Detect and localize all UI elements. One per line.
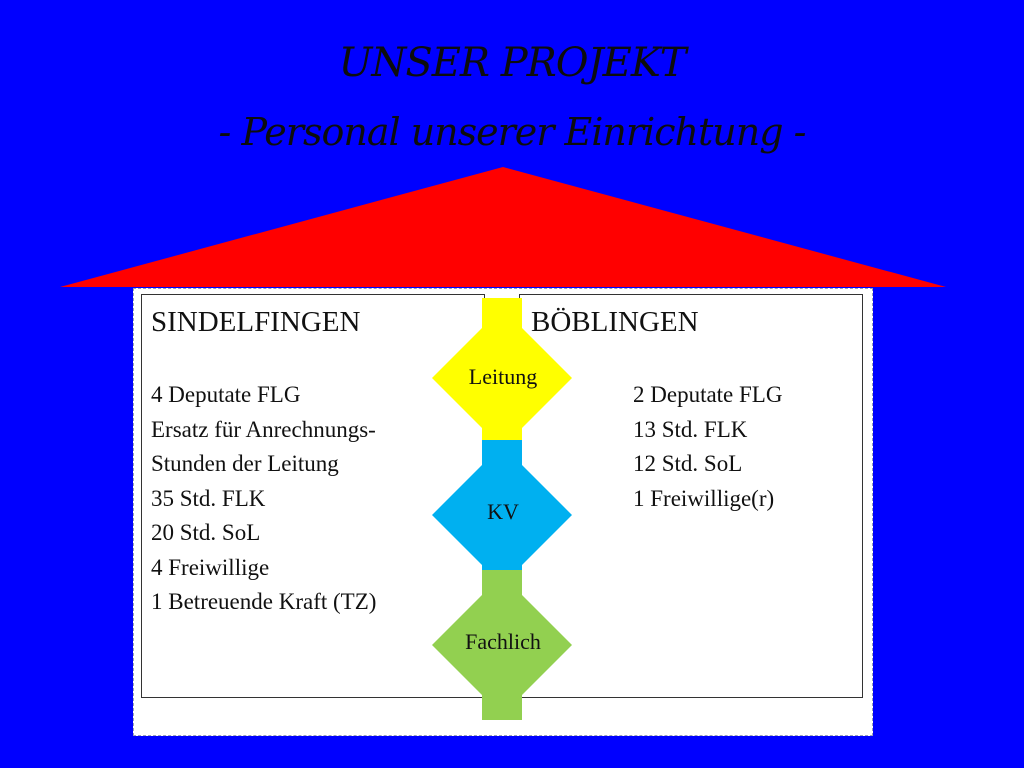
boeblingen-list: 2 Deputate FLG 13 Std. FLK 12 Std. SoL 1 Fr…	[633, 378, 782, 516]
roof-triangle	[60, 167, 946, 287]
sindelfingen-heading: SINDELFINGEN	[151, 306, 361, 338]
sindelfingen-line: Ersatz für Anrechnungs-	[151, 416, 376, 442]
sindelfingen-line: 4 Freiwillige	[151, 554, 270, 580]
sindelfingen-list: 4 Deputate FLG Ersatz für Anrechnungs- Stu…	[151, 378, 376, 620]
fachlich-label: Fachlich	[465, 629, 541, 654]
kv-label: KV	[487, 499, 519, 524]
sindelfingen-box	[141, 294, 485, 698]
boeblingen-heading: BÖBLINGEN	[531, 306, 699, 338]
sindelfingen-line: 4 Deputate FLG	[151, 382, 301, 407]
sindelfingen-line: 35 Std. FLK	[151, 485, 266, 511]
boeblingen-line: 1 Freiwillige(r)	[633, 485, 775, 511]
sindelfingen-line: Stunden der Leitung	[151, 451, 339, 476]
boeblingen-line: 12 Std. SoL	[633, 451, 743, 476]
boeblingen-line: 13 Std. FLK	[633, 416, 748, 442]
sindelfingen-line: 1 Betreuende Kraft (TZ)	[151, 589, 377, 614]
title-line-1: UNSER PROJEKT	[338, 40, 687, 86]
title-line-2: - Personal unserer Einrichtung -	[218, 110, 807, 154]
boeblingen-line: 2 Deputate FLG	[633, 382, 783, 407]
leitung-label: Leitung	[468, 364, 538, 389]
sindelfingen-line: 20 Std. SoL	[151, 520, 261, 545]
boeblingen-box	[519, 294, 863, 698]
